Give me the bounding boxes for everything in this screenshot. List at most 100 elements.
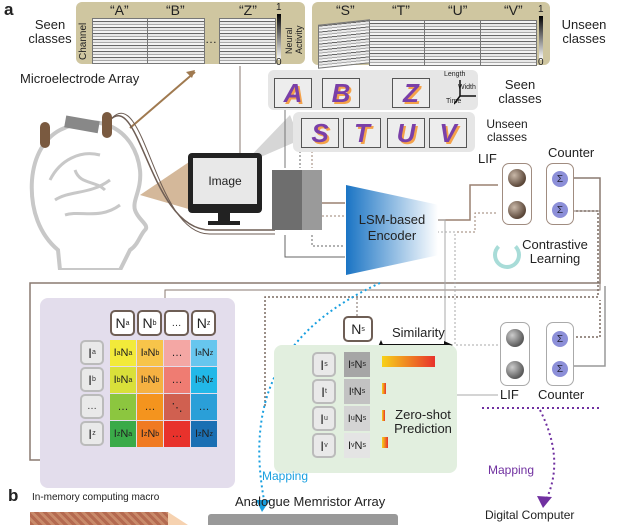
lif-neuron <box>506 361 524 379</box>
colorbar-unseen-max: 1 <box>538 4 544 15</box>
memristor-array-image <box>208 514 398 525</box>
lif-neuron <box>508 201 526 219</box>
matrix-cell: … <box>164 367 190 393</box>
counter-label-top: Counter <box>548 145 595 160</box>
arrow-to-raster <box>129 71 196 129</box>
microelectrode-chip <box>64 115 100 134</box>
monitor-base <box>208 221 240 225</box>
seen-3d-label: Seen classes <box>498 77 542 107</box>
sigma-counter: Σ <box>552 361 568 377</box>
lif-neuron <box>506 329 524 347</box>
similarity-bar <box>382 437 388 448</box>
raster-ellipsis: … <box>205 32 217 46</box>
cube-a: A <box>274 78 312 108</box>
monitor-screen-label: Image <box>193 158 257 204</box>
n-header-box: … <box>164 310 189 336</box>
zero-shot-prediction-label: Zero-shot Prediction <box>394 407 452 437</box>
lif-column-bottom <box>500 322 530 386</box>
n-subscript: z <box>206 319 211 327</box>
unseen-classes-label: Unseen classes <box>561 17 607 47</box>
axis-width: Width <box>458 84 476 91</box>
axis-time: Time <box>446 98 462 105</box>
panel-a-label: a <box>4 0 14 19</box>
monitor-stand <box>218 212 230 222</box>
lif-label-top: LIF <box>478 151 497 166</box>
matrix-cell: … <box>164 340 190 366</box>
class-label-s: “S” <box>336 2 355 18</box>
raster-t <box>369 20 426 66</box>
lif-label-bottom: LIF <box>500 387 519 402</box>
counter-label-bottom: Counter <box>538 387 585 402</box>
colorbar <box>277 14 281 60</box>
macro-chip-image <box>30 512 168 525</box>
contrastive-learning-label: Contrastive Learning <box>522 237 588 267</box>
matrix-cell: … <box>164 421 190 447</box>
colorbar-unseen <box>539 16 543 60</box>
counter-column-bottom: Σ Σ <box>546 322 574 386</box>
colorbar-unseen-min: 0 <box>538 57 544 68</box>
arrow-head <box>186 70 195 78</box>
cube-u: U <box>387 118 425 148</box>
server-box <box>272 170 302 230</box>
class-label-b: “B” <box>166 2 185 18</box>
monitor: Image <box>188 153 262 213</box>
encoder-label: LSM-based Encoder <box>358 212 426 244</box>
cube-v: V <box>429 118 467 148</box>
panel-b-label: b <box>8 486 19 505</box>
class-label-a: “A” <box>110 2 129 18</box>
i-header-box: … <box>80 394 104 419</box>
server-side <box>302 170 322 230</box>
similarity-bar <box>382 383 387 394</box>
digital-computer-label: Digital Computer <box>485 508 575 522</box>
lif-column-top <box>502 163 532 225</box>
class-label-t: “T” <box>392 2 410 18</box>
similarity-axis-label: Similarity <box>392 325 445 340</box>
mapping-cyan-label: Mapping <box>262 469 309 483</box>
matrix-cell: … <box>191 394 217 420</box>
raster-v <box>480 20 537 66</box>
cube-t: T <box>343 118 381 148</box>
counter-column-top: Σ Σ <box>546 163 574 225</box>
unseen-3d-label: Unseen classes <box>486 117 528 145</box>
unseen-3d-panel: S T U V <box>293 112 475 152</box>
class-label-z: “Z” <box>239 2 257 18</box>
class-label-v: “V” <box>504 2 523 18</box>
lif-neuron <box>508 169 526 187</box>
mapping-purple-label: Mapping <box>488 463 535 477</box>
macro-label: In-memory computing macro <box>32 492 160 503</box>
raster-a <box>92 18 149 64</box>
similarity-bar <box>382 356 436 367</box>
electrode-left <box>40 122 50 148</box>
axes-icon <box>454 80 476 105</box>
unseen-raster-panel: “S” “T” “U” “V” 1 0 <box>312 2 550 69</box>
electrode-right <box>102 112 112 138</box>
visual-cone <box>140 160 192 210</box>
brain-head-illustration <box>29 112 149 270</box>
cube-s: S <box>301 118 339 148</box>
sigma-counter: Σ <box>552 202 568 218</box>
raster-b <box>147 18 205 64</box>
class-label-u: “U” <box>448 2 468 18</box>
similarity-bar <box>382 410 385 421</box>
seen-3d-panel: A B Z Length Width Time <box>268 70 478 110</box>
